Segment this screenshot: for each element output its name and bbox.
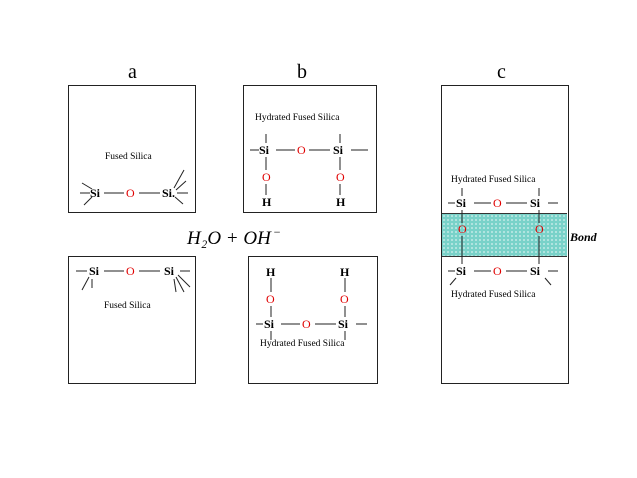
atom-o-b-top-left-hydroxyl: O [262, 170, 271, 184]
atom-si-b-bottom-left: Si [264, 317, 275, 331]
reaction-equation: H₂O + OH− [187, 226, 281, 248]
atom-o-c-bottom-middle: O [493, 264, 502, 278]
atom-h-b-top-left: H [262, 195, 272, 209]
label-fused-silica-a-bottom: Fused Silica [104, 301, 151, 311]
atom-o-b-bottom-middle: O [302, 317, 311, 331]
atom-si-a-top-right: Si. [162, 186, 176, 200]
panel-a-top-box [68, 85, 196, 213]
panel-b-bottom-box [248, 256, 378, 384]
atom-o-a-bottom: O [126, 264, 135, 278]
atom-o-c-bond-right: O [535, 222, 544, 236]
atom-o-b-bottom-right-hydroxyl: O [340, 292, 349, 306]
panel-letter-b: b [297, 61, 307, 83]
panel-letter-a: a [128, 61, 137, 83]
atom-h-b-bottom-right: H [340, 265, 350, 279]
atom-h-b-bottom-left: H [266, 265, 276, 279]
atom-si-a-top-left: Si [90, 186, 101, 200]
atom-h-b-top-right: H [336, 195, 346, 209]
atom-o-b-top-right-hydroxyl: O [336, 170, 345, 184]
atom-si-b-bottom-right: Si [338, 317, 349, 331]
label-hydrated-fused-silica-b-top: Hydrated Fused Silica [255, 113, 340, 123]
panel-letter-c: c [497, 61, 506, 83]
atom-o-a-top: O [126, 186, 135, 200]
atom-si-b-top-right: Si [333, 143, 344, 157]
label-bond: Bond [570, 230, 597, 244]
atom-si-c-bottom-left: Si [456, 264, 467, 278]
atom-si-c-top-left: Si [456, 196, 467, 210]
atom-o-c-top-middle: O [493, 196, 502, 210]
panel-b-top-box [243, 85, 377, 213]
atom-si-a-bottom-left: Si [89, 264, 100, 278]
equation-base: H₂O + OH [187, 228, 271, 249]
label-fused-silica-a-top: Fused Silica [105, 152, 152, 162]
bond-region [442, 213, 567, 257]
atom-si-a-bottom-right: Si [164, 264, 175, 278]
atom-si-b-top-left: Si [259, 143, 270, 157]
label-hydrated-fused-silica-b-bottom: Hydrated Fused Silica [260, 339, 345, 349]
label-hydrated-fused-silica-c-top: Hydrated Fused Silica [451, 175, 536, 185]
equation-superscript: − [272, 225, 281, 239]
atom-o-b-bottom-left-hydroxyl: O [266, 292, 275, 306]
label-hydrated-fused-silica-c-bottom: Hydrated Fused Silica [451, 290, 536, 300]
atom-si-c-top-right: Si [530, 196, 541, 210]
atom-si-c-bottom-right: Si [530, 264, 541, 278]
atom-o-b-top-middle: O [297, 143, 306, 157]
atom-o-c-bond-left: O [458, 222, 467, 236]
